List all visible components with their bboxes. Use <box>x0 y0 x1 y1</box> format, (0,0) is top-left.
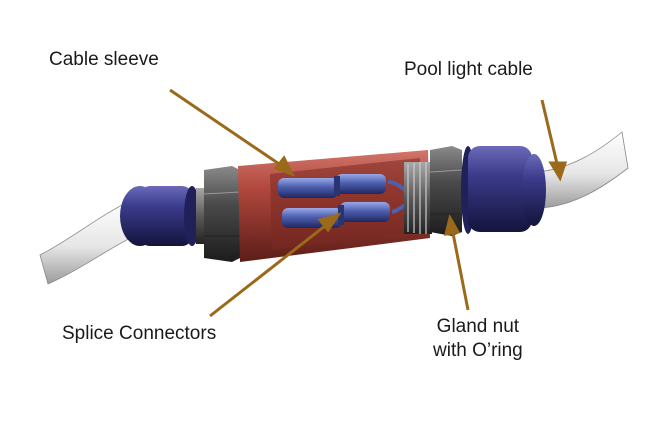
leader-splice-connectors <box>209 220 331 318</box>
leader-lines <box>169 88 568 318</box>
gland-nut-with-oring <box>404 146 463 236</box>
label-gland-nut: Gland nut with O’ring <box>433 315 523 363</box>
leader-cable-sleeve <box>169 88 286 170</box>
leader-gland-nut-arrowhead <box>443 214 461 236</box>
leader-pool-light-cable-arrowhead <box>548 161 568 182</box>
label-cable-sleeve: Cable sleeve <box>49 49 159 70</box>
label-gland-nut-line2: with O’ring <box>433 339 523 361</box>
label-gland-nut-line1: Gland nut <box>436 316 520 337</box>
leader-gland-nut <box>450 227 470 311</box>
leader-pool-light-cable <box>540 99 560 169</box>
label-splice-connectors: Splice Connectors <box>62 323 217 344</box>
leader-splice-connectors-arrowhead <box>317 212 342 233</box>
splice-connector-upper <box>278 174 386 198</box>
right-cable <box>534 131 629 209</box>
label-pool-light-cable: Pool light cable <box>404 59 533 80</box>
right-gland-cap <box>461 146 546 234</box>
left-gland-cap <box>120 186 200 246</box>
leader-cable-sleeve-arrowhead <box>273 155 296 177</box>
left-hex-nut <box>196 166 241 262</box>
